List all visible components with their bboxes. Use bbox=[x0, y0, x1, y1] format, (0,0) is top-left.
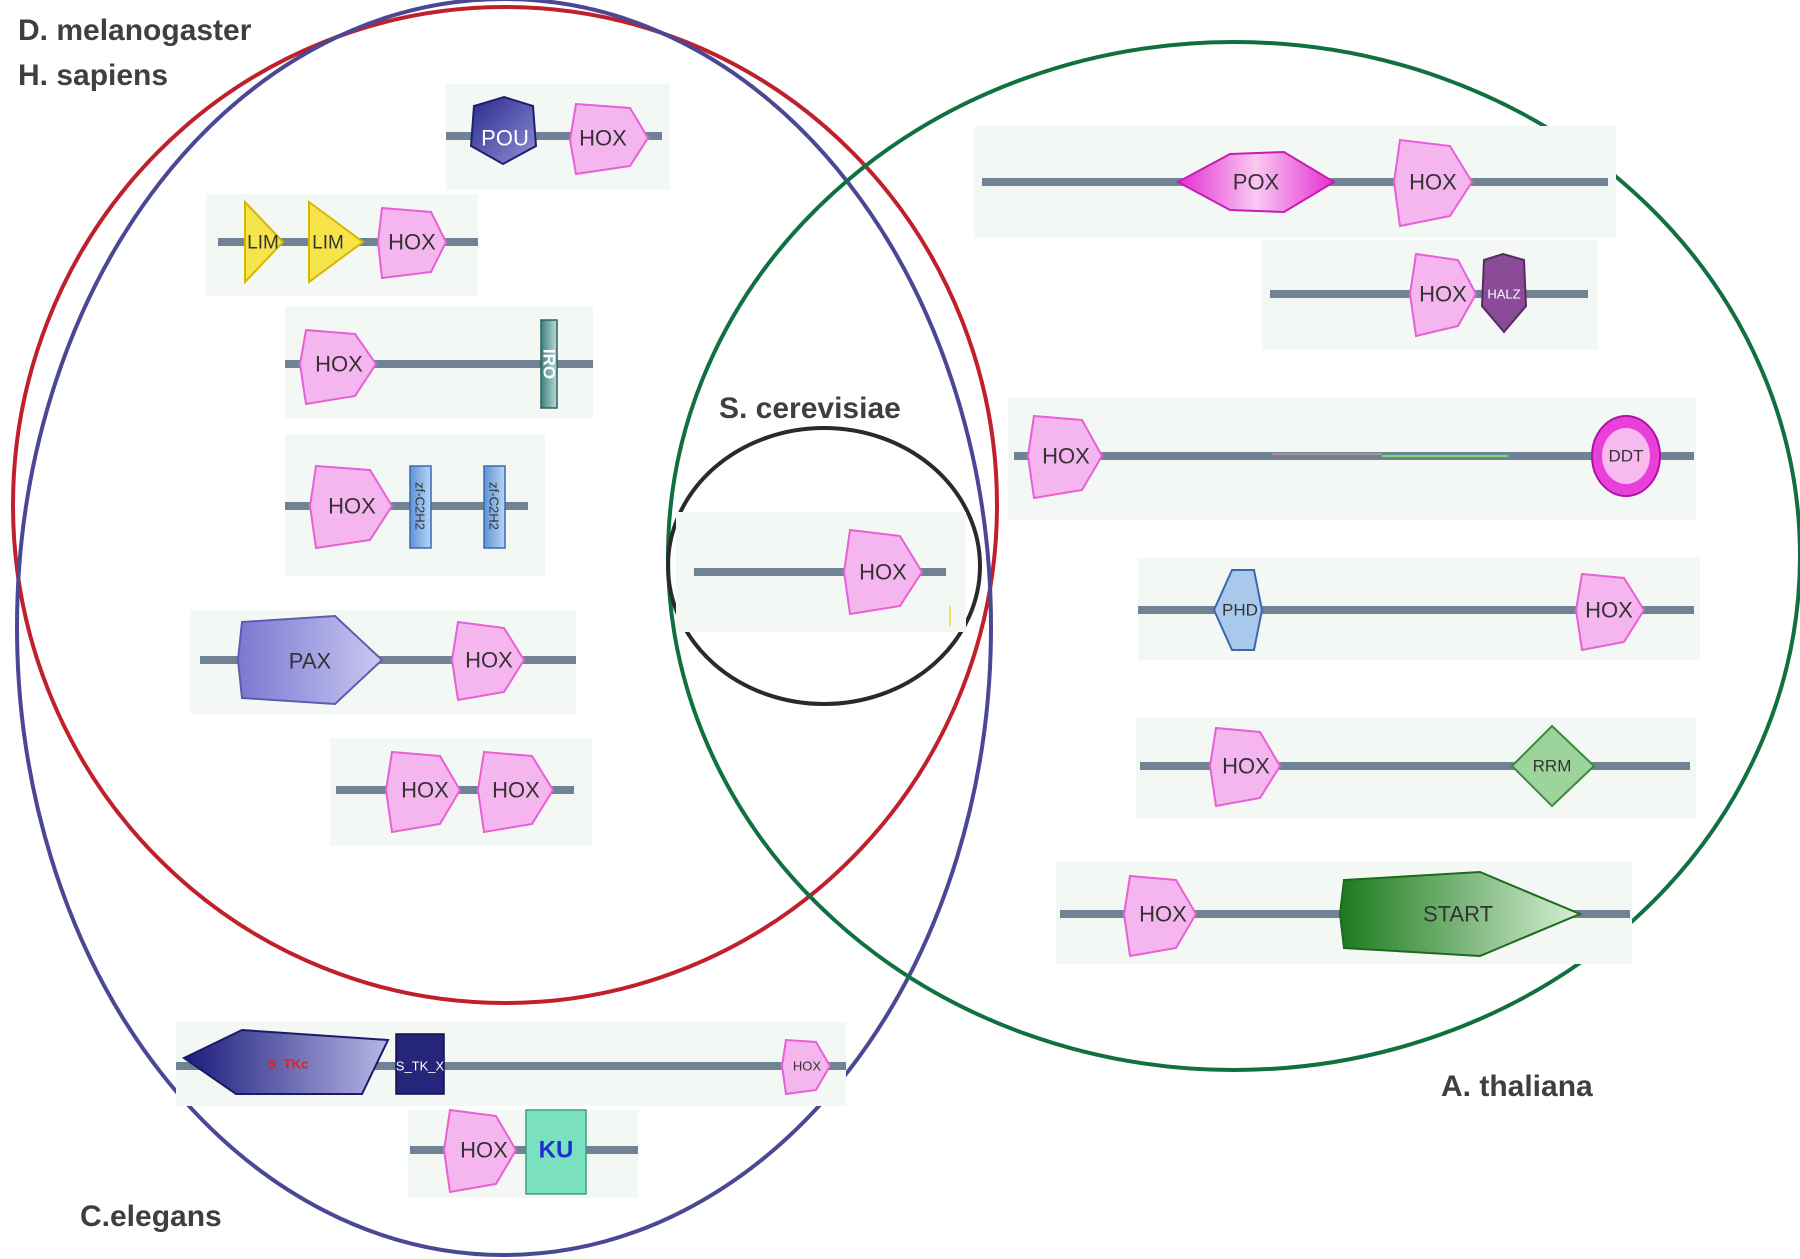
hox-domain: HOX bbox=[376, 206, 448, 280]
svg-text:HOX: HOX bbox=[1419, 282, 1467, 307]
protein-hox-iro: HOX IRO bbox=[285, 306, 593, 418]
lim-domain-2: LIM bbox=[308, 200, 365, 284]
protein-stkc-stkx-hox: S_TKc S_TK_X HOX bbox=[176, 1022, 846, 1106]
svg-text:LIM: LIM bbox=[247, 233, 279, 254]
protein-hox-zf-c2h2: HOX zf-C2H2 zf-C2H2 bbox=[285, 434, 545, 576]
svg-text:HOX: HOX bbox=[1139, 902, 1187, 927]
hox-domain-2: HOX bbox=[476, 750, 555, 834]
hox-domain: HOX bbox=[1122, 874, 1198, 958]
svg-text:HOX: HOX bbox=[1222, 754, 1270, 779]
svg-text:S_TKc: S_TKc bbox=[268, 1057, 308, 1072]
svg-text:RRM: RRM bbox=[1533, 757, 1572, 776]
svg-text:HOX: HOX bbox=[1585, 598, 1633, 623]
protein-yeast-hox: HOX bbox=[676, 512, 966, 632]
svg-text:S_TK_X: S_TK_X bbox=[396, 1059, 445, 1074]
s-tkc-domain: S_TKc bbox=[182, 1028, 390, 1095]
svg-text:HOX: HOX bbox=[859, 560, 907, 585]
svg-text:HALZ: HALZ bbox=[1487, 287, 1520, 302]
svg-text:POX: POX bbox=[1233, 170, 1280, 195]
hox-domain: HOX bbox=[1392, 138, 1474, 228]
hox-domain: HOX bbox=[1208, 726, 1282, 808]
svg-text:PHD: PHD bbox=[1222, 601, 1258, 620]
hox-domain: HOX bbox=[308, 464, 394, 550]
drosophila-circle bbox=[11, 5, 999, 1005]
svg-text:HOX: HOX bbox=[579, 126, 627, 151]
label-drosophila: D. melanogaster bbox=[18, 14, 252, 47]
phd-domain: PHD bbox=[1212, 569, 1264, 651]
hox-domain: HOX bbox=[442, 1108, 518, 1194]
protein-hox-rrm: HOX RRM bbox=[1136, 718, 1696, 818]
svg-text:POU: POU bbox=[481, 126, 529, 151]
svg-text:HOX: HOX bbox=[315, 352, 363, 377]
svg-text:HOX: HOX bbox=[460, 1138, 508, 1163]
hox-domain: HOX bbox=[568, 102, 650, 176]
yeast-circle bbox=[666, 426, 982, 706]
zf-c2h2-domain-2: zf-C2H2 bbox=[483, 465, 506, 549]
s-tk-x-domain: S_TK_X bbox=[395, 1033, 445, 1095]
lim-domain-1: LIM bbox=[244, 199, 285, 285]
svg-text:DDT: DDT bbox=[1609, 447, 1644, 466]
iro-domain: IRO bbox=[540, 319, 559, 409]
svg-text:KU: KU bbox=[539, 1137, 574, 1164]
pox-domain: POX bbox=[1175, 150, 1336, 214]
svg-text:LIM: LIM bbox=[312, 233, 344, 254]
svg-text:HOX: HOX bbox=[492, 778, 540, 803]
protein-hox-halz: HOX HALZ bbox=[1262, 240, 1598, 350]
hox-domain: HOX bbox=[298, 328, 378, 406]
ku-domain: KU bbox=[525, 1109, 587, 1195]
protein-pax-hox: PAX HOX bbox=[190, 610, 576, 714]
svg-text:HOX: HOX bbox=[793, 1059, 822, 1074]
rrm-domain: RRM bbox=[1510, 724, 1596, 808]
hox-domain: HOX bbox=[1408, 252, 1478, 338]
pou-domain: POU bbox=[469, 95, 538, 166]
start-domain: START bbox=[1338, 870, 1583, 958]
svg-text:HOX: HOX bbox=[401, 778, 449, 803]
label-arabidopsis: A. thaliana bbox=[1441, 1070, 1593, 1103]
hox-domain: HOX bbox=[450, 620, 526, 702]
human-circle bbox=[15, 0, 993, 1257]
svg-text:HOX: HOX bbox=[1042, 444, 1090, 469]
svg-text:zf-C2H2: zf-C2H2 bbox=[413, 482, 428, 530]
label-worm: C.elegans bbox=[80, 1200, 222, 1233]
hox-domain: HOX bbox=[842, 528, 924, 616]
svg-text:PAX: PAX bbox=[289, 649, 332, 674]
label-human: H. sapiens bbox=[18, 59, 168, 92]
hox-domain: HOX bbox=[1026, 414, 1104, 500]
protein-phd-hox: PHD HOX bbox=[1138, 558, 1700, 660]
svg-text:zf-C2H2: zf-C2H2 bbox=[487, 482, 502, 530]
hox-domain: HOX bbox=[780, 1038, 832, 1096]
protein-hox-ku: HOX KU bbox=[408, 1108, 638, 1198]
protein-hox-start: HOX START bbox=[1056, 862, 1632, 964]
svg-text:START: START bbox=[1423, 902, 1493, 927]
ddt-domain: DDT bbox=[1591, 415, 1661, 497]
hox-domain: HOX bbox=[1574, 572, 1646, 652]
pax-domain: PAX bbox=[236, 614, 384, 706]
label-yeast: S. cerevisiae bbox=[719, 392, 901, 425]
svg-text:HOX: HOX bbox=[1409, 170, 1457, 195]
protein-hox-ddt: HOX DDT bbox=[1008, 398, 1696, 520]
protein-pou-hox: POU HOX bbox=[446, 84, 670, 190]
svg-text:HOX: HOX bbox=[328, 494, 376, 519]
hox-domain-1: HOX bbox=[384, 750, 462, 834]
svg-text:HOX: HOX bbox=[465, 648, 513, 673]
halz-domain: HALZ bbox=[1480, 252, 1528, 334]
zf-c2h2-domain-1: zf-C2H2 bbox=[409, 465, 432, 549]
svg-text:IRO: IRO bbox=[540, 349, 559, 379]
protein-lim-lim-hox: LIM LIM HOX bbox=[206, 194, 478, 296]
protein-pox-hox: POX HOX bbox=[974, 126, 1616, 238]
svg-text:HOX: HOX bbox=[388, 230, 436, 255]
protein-hox-hox: HOX HOX bbox=[330, 738, 592, 846]
